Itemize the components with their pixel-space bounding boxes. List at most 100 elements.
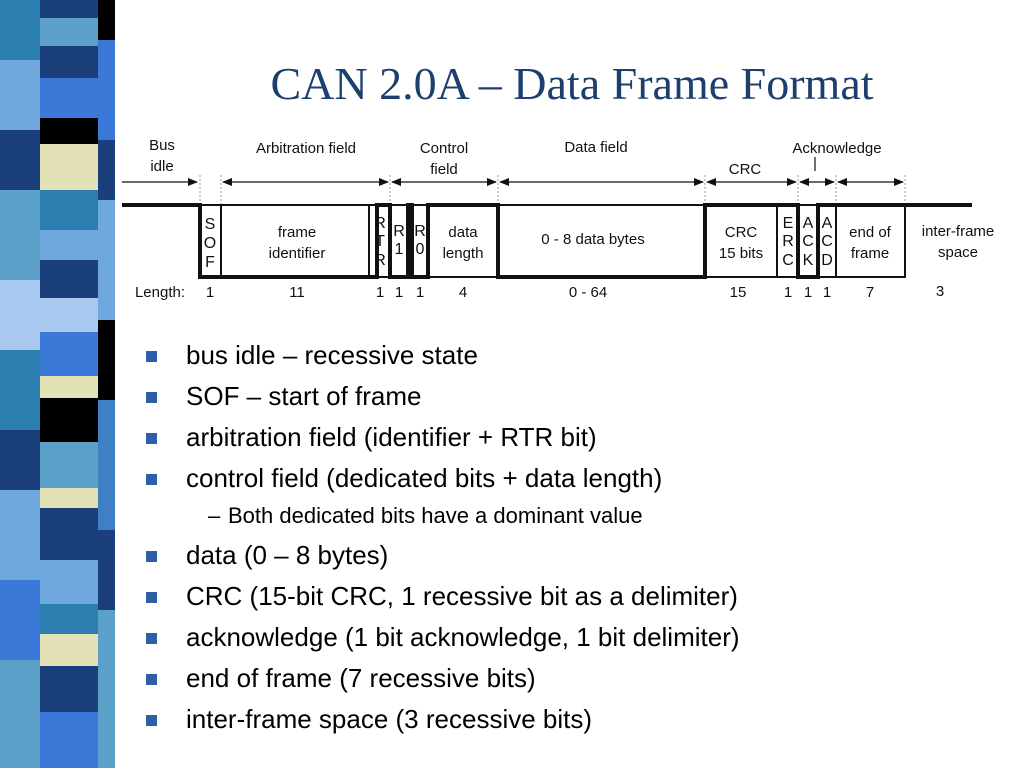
stripe-segment xyxy=(40,46,98,78)
stripe-segment xyxy=(40,712,98,768)
length-identifier: 11 xyxy=(289,284,305,301)
page-title: CAN 2.0A – Data Frame Format xyxy=(270,58,874,109)
bullet-text: Both dedicated bits have a dominant valu… xyxy=(228,503,643,528)
stripe-segment xyxy=(0,130,40,190)
r1-letter-1: R xyxy=(393,223,405,240)
length-crc: 15 xyxy=(730,284,747,301)
stripe-segment xyxy=(0,490,40,580)
length-acd: 1 xyxy=(823,284,831,301)
stripe-segment xyxy=(40,78,98,118)
crc-line2: 15 bits xyxy=(719,245,763,262)
length-r1: 1 xyxy=(395,284,403,301)
inter-frame-line2: space xyxy=(938,244,978,261)
rtr-letter-1: R xyxy=(374,215,386,232)
crc-line1: CRC xyxy=(725,224,758,241)
length-data-length: 4 xyxy=(459,284,467,301)
stripe-segment xyxy=(40,376,98,398)
data-length-line2: length xyxy=(443,245,484,262)
bullet-item: acknowledge (1 bit acknowledge, 1 bit de… xyxy=(146,620,740,661)
can-frame-diagram: Bus idle Arbitration field Control field… xyxy=(122,137,995,301)
square-bullet-icon xyxy=(146,433,157,444)
square-bullet-icon xyxy=(146,392,157,403)
bullet-text: control field (dedicated bits + data len… xyxy=(186,463,663,493)
bullet-item: end of frame (7 recessive bits) xyxy=(146,661,740,702)
identifier-box xyxy=(220,204,370,278)
sub-bullet-item: –Both dedicated bits have a dominant val… xyxy=(146,502,740,538)
stripe-segment xyxy=(0,0,40,60)
stripe-segment xyxy=(40,298,98,332)
erc-letter-1: E xyxy=(783,215,794,232)
stripe-segment xyxy=(40,230,98,260)
stripe-segment xyxy=(98,200,115,320)
r0-letter-2: 0 xyxy=(416,241,425,258)
bullet-text: bus idle – recessive state xyxy=(186,340,478,370)
length-ack: 1 xyxy=(804,284,812,301)
ack-letter-3: K xyxy=(803,252,814,269)
stripe-segment xyxy=(40,332,98,376)
stripe-segment xyxy=(40,190,98,230)
square-bullet-icon xyxy=(146,674,157,685)
erc-letter-3: C xyxy=(782,252,794,269)
stripe-segment xyxy=(40,634,98,666)
label-bus-idle-line1: Bus xyxy=(149,137,175,154)
square-bullet-icon xyxy=(146,351,157,362)
identifier-line1: frame xyxy=(278,224,316,241)
stripe-segment xyxy=(98,0,115,40)
sof-letter-1: S xyxy=(205,216,216,233)
rtr-letter-2: T xyxy=(375,233,385,250)
stripe-segment xyxy=(98,400,115,530)
stripe-segment xyxy=(0,280,40,350)
stripe-segment xyxy=(40,508,98,560)
label-acknowledge: Acknowledge xyxy=(792,140,881,157)
r0-letter-1: R xyxy=(414,223,426,240)
label-control-field-line1: Control xyxy=(420,140,468,157)
stripe-segment xyxy=(40,260,98,298)
stripe-segment xyxy=(0,430,40,490)
boundary-guides xyxy=(199,175,906,205)
identifier-line2: identifier xyxy=(269,245,326,262)
bullet-text: arbitration field (identifier + RTR bit) xyxy=(186,422,597,452)
acd-letter-2: C xyxy=(821,233,833,250)
end-of-frame-line2: frame xyxy=(851,245,889,262)
data-length-line1: data xyxy=(448,224,478,241)
bullet-text: end of frame (7 recessive bits) xyxy=(186,663,536,693)
stripe-segment xyxy=(40,604,98,634)
inter-frame-line1: inter-frame xyxy=(922,223,995,240)
stripe-segment xyxy=(0,60,40,130)
bullet-item: SOF – start of frame xyxy=(146,379,740,420)
label-data-field: Data field xyxy=(564,139,627,156)
length-rtr: 1 xyxy=(376,284,384,301)
field-boxes xyxy=(199,204,906,278)
stripe-segment xyxy=(40,398,98,442)
dash-bullet-icon: – xyxy=(208,503,221,528)
label-bus-idle-line2: idle xyxy=(150,158,173,175)
sof-letter-2: O xyxy=(204,235,216,252)
bullet-item: CRC (15-bit CRC, 1 recessive bit as a de… xyxy=(146,579,740,620)
stripe-segment xyxy=(98,140,115,200)
sof-letter-3: F xyxy=(205,254,215,271)
r1-letter-2: 1 xyxy=(395,241,404,258)
square-bullet-icon xyxy=(146,551,157,562)
bullet-item: control field (dedicated bits + data len… xyxy=(146,461,740,502)
stripe-segment xyxy=(40,118,98,144)
bullet-text: inter-frame space (3 recessive bits) xyxy=(186,704,593,734)
length-eof: 7 xyxy=(866,284,874,301)
stripe-segment xyxy=(40,18,98,46)
square-bullet-icon xyxy=(146,715,157,726)
stripe-segment xyxy=(40,666,98,712)
stripe-segment xyxy=(0,660,40,768)
ack-letter-1: A xyxy=(803,215,814,232)
bullet-item: inter-frame space (3 recessive bits) xyxy=(146,702,740,743)
data-length-box xyxy=(427,204,499,278)
acd-letter-3: D xyxy=(821,252,833,269)
ack-letter-2: C xyxy=(802,233,814,250)
stripe-segment xyxy=(40,144,98,190)
end-of-frame-box xyxy=(835,204,906,278)
length-r0: 1 xyxy=(416,284,424,301)
r1-box xyxy=(389,204,409,278)
end-of-frame-line1: end of xyxy=(849,224,892,241)
length-label: Length: xyxy=(135,284,185,301)
rtr-letter-3: R xyxy=(374,252,386,269)
bullet-text: data (0 – 8 bytes) xyxy=(186,540,389,570)
stripe-segment xyxy=(0,190,40,280)
